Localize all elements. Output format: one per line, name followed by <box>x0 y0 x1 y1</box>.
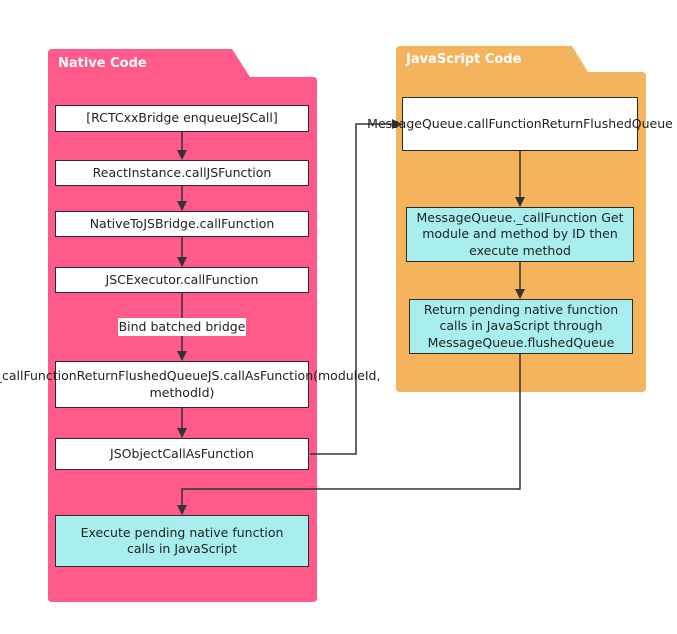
native-code-title: Native Code <box>58 56 147 71</box>
connector-n6-j1 <box>310 119 402 455</box>
js-step-call-function-get-module: MessageQueue._callFunction Get module an… <box>406 207 634 262</box>
native-step-react-instance-call-js-function: ReactInstance.callJSFunction <box>55 160 309 186</box>
native-step-call-function-return-flushed-queue: m_callFunctionReturnFlushedQueueJS.callA… <box>0 361 380 408</box>
native-step-js-object-call-as-function: JSObjectCallAsFunction <box>55 438 309 470</box>
js-step-call-function-return-flushed-queue: MessageQueue.callFunctionReturnFlushedQu… <box>367 97 673 151</box>
native-step-execute-pending-native-calls: Execute pending native function calls in… <box>55 515 309 567</box>
edge-label-bind-batched-bridge: Bind batched bridge <box>118 318 246 336</box>
native-step-jsc-executor-call-function: JSCExecutor.callFunction <box>55 267 309 293</box>
js-step-return-pending-native-calls: Return pending native function calls in … <box>409 299 633 354</box>
native-step-enqueue-js-call: [RCTCxxBridge enqueueJSCall] <box>55 105 309 132</box>
javascript-code-title: JavaScript Code <box>406 52 522 67</box>
native-step-native-to-js-bridge-call-function: NativeToJSBridge.callFunction <box>55 211 309 237</box>
connector-j3-n7 <box>177 354 521 515</box>
